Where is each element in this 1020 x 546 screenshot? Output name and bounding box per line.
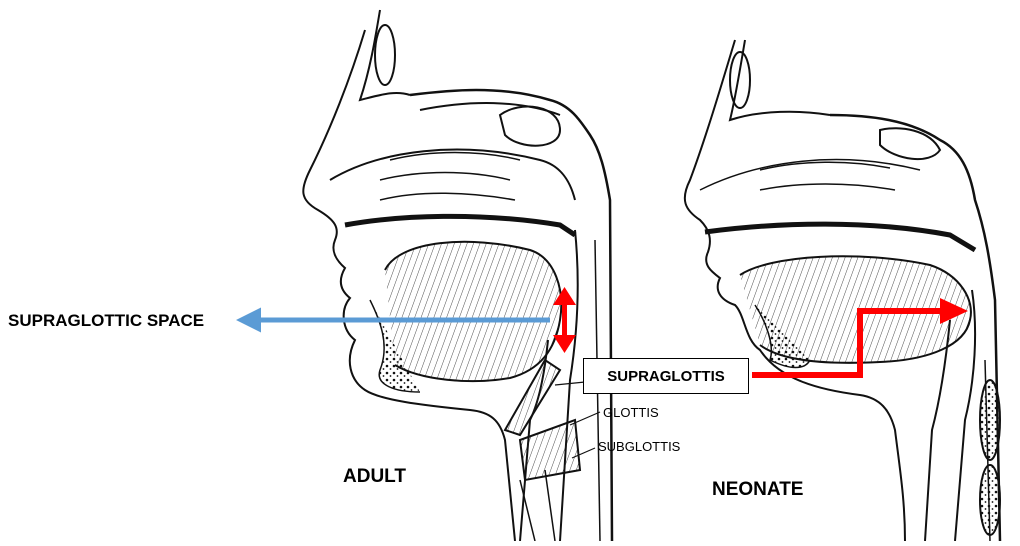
supraglottic-space-label: SUPRAGLOTTIC SPACE [8, 311, 204, 331]
glottis-label: GLOTTIS [603, 405, 659, 420]
supraglottis-label: SUPRAGLOTTIS [583, 358, 749, 394]
subglottis-label: SUBGLOTTIS [598, 439, 680, 454]
neonate-label: NEONATE [712, 479, 803, 501]
adult-head-illustration [303, 10, 612, 541]
glottis-leader-line [570, 412, 600, 425]
adult-label: ADULT [343, 466, 406, 488]
neonate-head-illustration [685, 40, 1000, 541]
